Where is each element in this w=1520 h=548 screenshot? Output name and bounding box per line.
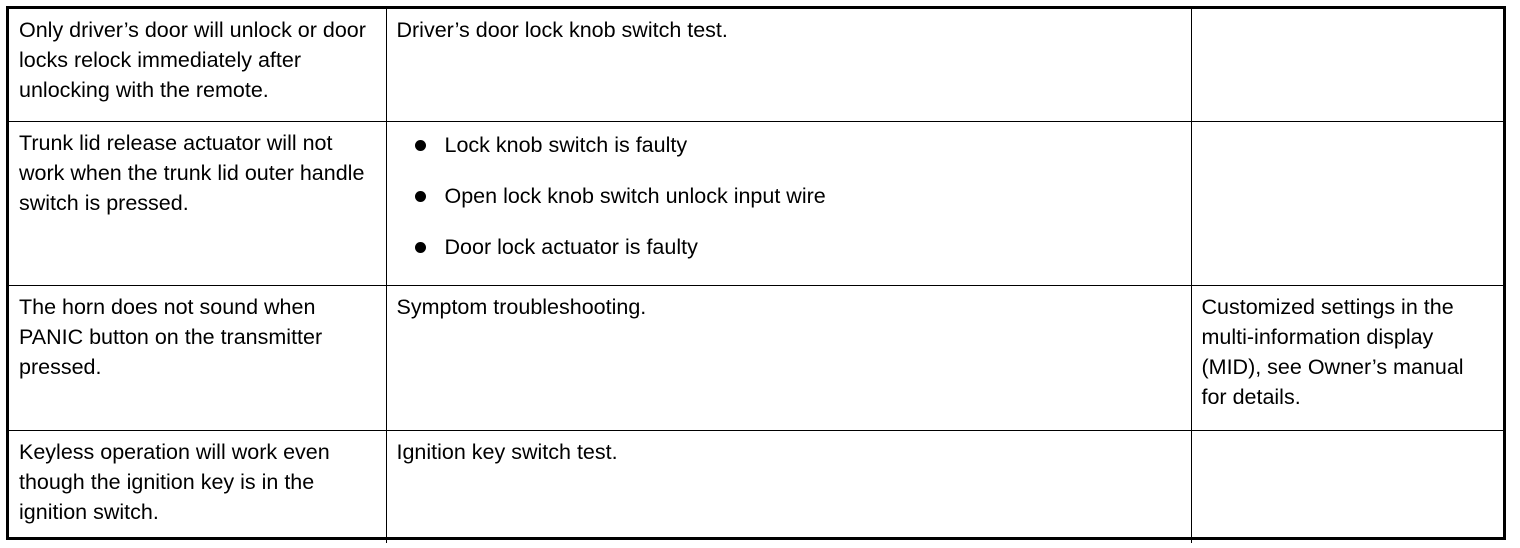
bullet-icon [414, 190, 426, 202]
symptom-cell: Keyless operation will work even though … [9, 429, 387, 543]
cause-text: Door lock actuator is faulty [444, 234, 698, 259]
note-cell: Customized settings in the multi-informa… [1190, 284, 1503, 431]
symptom-cell: Only driver’s door will unlock or door l… [9, 9, 387, 122]
list-item: Lock knob switch is faulty [405, 132, 1181, 158]
bullet-icon [414, 139, 426, 151]
list-item: Open lock knob switch unlock input wire [405, 183, 1181, 209]
bullet-icon [414, 241, 426, 253]
table-row: Trunk lid release actuator will not work… [9, 120, 1503, 286]
troubleshooting-table: Only driver’s door will unlock or door l… [9, 9, 1503, 543]
symptom-cell: Trunk lid release actuator will not work… [9, 120, 387, 286]
table-row: The horn does not sound when PANIC butto… [9, 284, 1503, 431]
troubleshooting-table-frame: Only driver’s door will unlock or door l… [6, 6, 1506, 543]
note-cell [1190, 9, 1503, 122]
list-item: Door lock actuator is faulty [405, 234, 1181, 260]
diagnosis-cell: Ignition key switch test. [385, 429, 1192, 543]
diagnosis-cell: Symptom troubleshooting. [385, 284, 1192, 431]
symptom-cell: The horn does not sound when PANIC butto… [9, 284, 387, 431]
table-row: Only driver’s door will unlock or door l… [9, 9, 1503, 122]
diagnosis-cell: Driver’s door lock knob switch test. [385, 9, 1192, 122]
note-cell [1190, 120, 1503, 286]
note-cell [1190, 429, 1503, 543]
table-row: Keyless operation will work even though … [9, 429, 1503, 543]
cause-text: Open lock knob switch unlock input wire [444, 183, 826, 208]
cause-list: Lock knob switch is faulty Open lock kno… [397, 132, 1181, 260]
cause-text: Lock knob switch is faulty [444, 132, 688, 157]
diagnosis-cell: Lock knob switch is faulty Open lock kno… [385, 120, 1192, 286]
